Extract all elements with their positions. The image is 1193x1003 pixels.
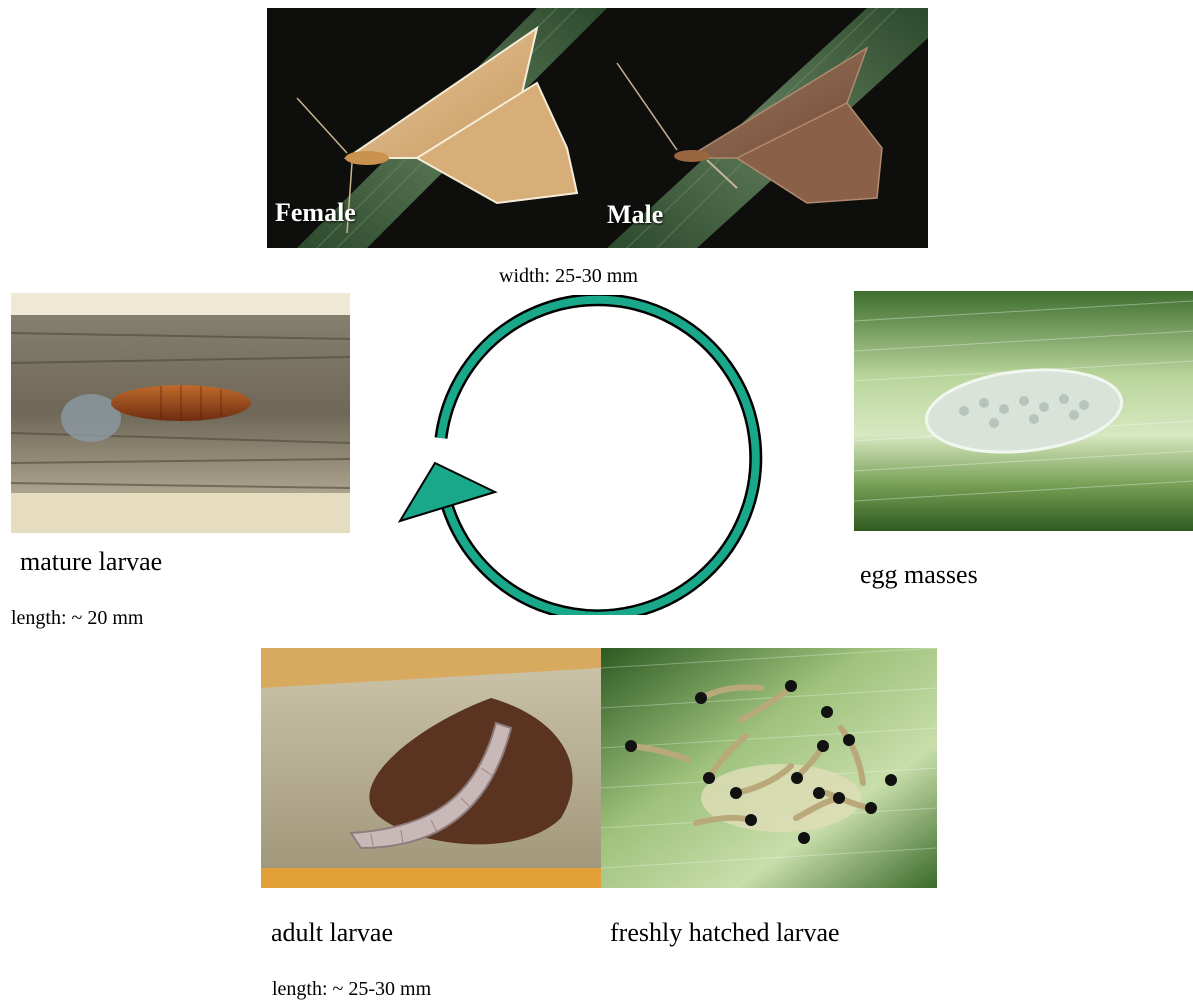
egg-masses-caption: egg masses xyxy=(860,562,978,588)
life-cycle-arrow xyxy=(395,295,775,615)
wingspan-measure: width: 25-30 mm xyxy=(499,266,638,286)
mature-larvae-photo xyxy=(11,293,350,533)
adult-larvae-measure: length: ~ 25-30 mm xyxy=(272,979,431,999)
adult-moths-photo: Female Male xyxy=(267,8,928,248)
egg-masses-photo xyxy=(854,291,1193,531)
female-label: Female xyxy=(275,200,356,226)
mature-larvae-caption: mature larvae xyxy=(20,549,162,575)
adult-larvae-photo xyxy=(261,648,601,888)
freshly-hatched-larvae-photo xyxy=(601,648,937,888)
cycle-ring-fill xyxy=(441,300,756,615)
mature-larvae-measure: length: ~ 20 mm xyxy=(11,608,143,628)
adult-larvae-caption: adult larvae xyxy=(271,920,393,946)
male-label: Male xyxy=(607,202,663,228)
freshly-hatched-caption: freshly hatched larvae xyxy=(610,920,840,946)
